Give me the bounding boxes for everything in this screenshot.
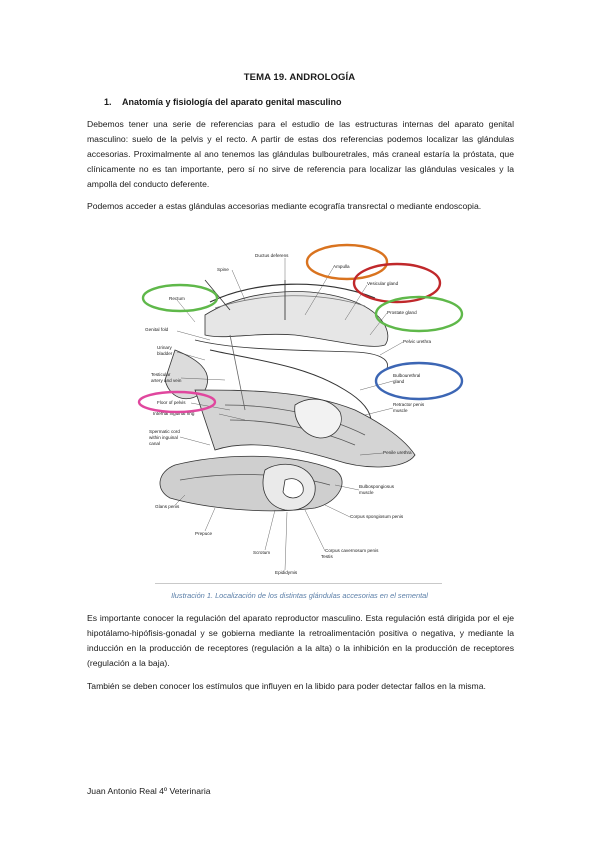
label-bulbourethral-1: Bulbourethral <box>393 373 420 378</box>
leader-lines <box>174 258 404 571</box>
label-testicular-1: Testicular <box>151 372 171 377</box>
label-corpus-cavernosum: Corpus cavernosum penis <box>325 548 379 553</box>
label-urinary-2: bladder <box>157 351 173 356</box>
highlight-prostate-gland <box>374 295 464 333</box>
paragraph-references: Debemos tener una serie de referencias p… <box>87 119 514 189</box>
label-retractor-2: muscle <box>393 408 408 413</box>
highlight-ampulla <box>305 243 389 281</box>
label-prostate-gland: Prostate gland <box>387 310 417 315</box>
label-corpus-spongiosum: Corpus spongiosum penis <box>350 514 404 519</box>
label-urinary-1: Urinary <box>157 345 173 350</box>
label-testicular-2: artery and vein <box>151 378 182 383</box>
figure-caption: Ilustración 1. Localización de los disti… <box>171 591 428 600</box>
caption-divider <box>155 583 442 584</box>
page-footer: Juan Antonio Real 4º Veterinaria <box>87 786 211 796</box>
label-retractor-1: Retractor penis <box>393 402 425 407</box>
anatomy-figure: Spine Ductus deferens Ampulla Vesicular … <box>135 240 465 585</box>
label-genital-fold: Genital fold <box>145 327 169 332</box>
label-spine: Spine <box>217 267 229 272</box>
section-heading: 1. Anatomía y fisiología del aparato geni… <box>104 97 342 107</box>
label-pelvic-urethra: Pelvic urethra <box>403 339 432 344</box>
highlight-bulbourethral-gland <box>374 361 464 401</box>
highlight-rectum <box>141 283 219 313</box>
paragraph-regulation: Es importante conocer la regulación del … <box>87 613 514 668</box>
label-prepuce: Prepuce <box>195 531 213 536</box>
paragraph-access: Podemos acceder a estas glándulas acceso… <box>87 201 482 211</box>
label-ductus-deferens: Ductus deferens <box>255 253 289 258</box>
label-vesicular-gland: Vesicular gland <box>367 281 399 286</box>
label-bulbourethral-2: gland <box>393 379 405 384</box>
label-scrotum: Scrotum <box>253 550 270 555</box>
label-spermatic-1: Spermatic cord <box>149 429 180 434</box>
label-epididymis: Epididymis <box>275 570 298 575</box>
label-penile-urethra: Penile urethra <box>383 450 412 455</box>
label-spermatic-2: within inguinal <box>149 435 178 440</box>
label-spermatic-3: canal <box>149 441 160 446</box>
label-bulbospongiosus-1: Bulbospongiosus <box>359 484 395 489</box>
figure-labels: Spine Ductus deferens Ampulla Vesicular … <box>145 253 432 575</box>
highlight-vesicular-gland <box>352 262 442 304</box>
label-internal-inguinal-ring: Internal inguinal ring <box>153 411 195 416</box>
label-ampulla: Ampulla <box>333 264 350 269</box>
highlight-ellipses <box>137 243 464 414</box>
label-bulbospongiosus-2: muscle <box>359 490 374 495</box>
section-heading-text: Anatomía y fisiología del aparato genita… <box>122 97 342 107</box>
page-title: TEMA 19. ANDROLOGÍA <box>243 72 356 83</box>
section-number: 1. <box>104 97 112 107</box>
anatomy-drawing <box>159 279 416 512</box>
label-floor-of-pelvis: Floor of pelvis <box>157 400 186 405</box>
label-testis: Testis <box>321 554 333 559</box>
paragraph-libido: También se deben conocer los estímulos q… <box>87 681 486 691</box>
label-rectum: Rectum <box>169 296 185 301</box>
highlight-floor-of-pelvis <box>137 390 217 414</box>
anatomy-illustration: Spine Ductus deferens Ampulla Vesicular … <box>137 243 464 575</box>
label-glans-penis: Glans penis <box>155 504 180 509</box>
